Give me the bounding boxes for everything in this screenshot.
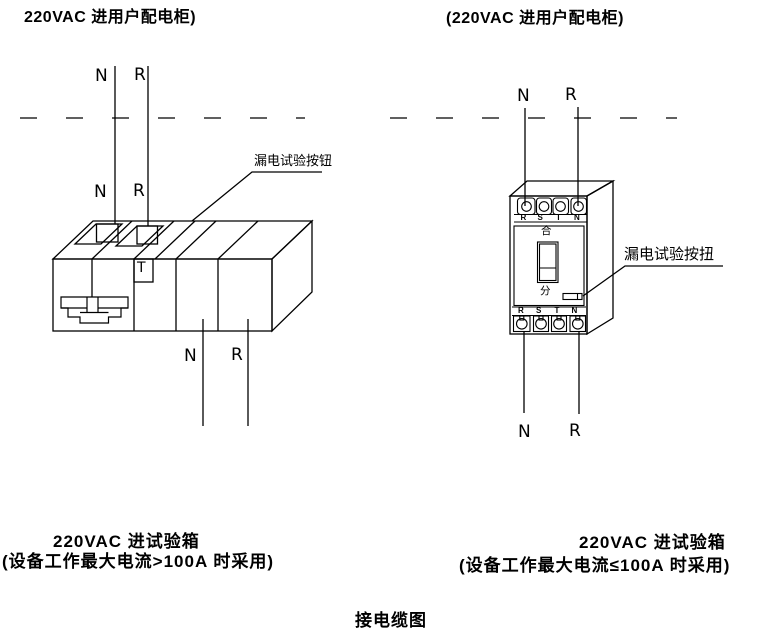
right-test-button-leader-line bbox=[582, 265, 723, 297]
top-terminal-label-s: S bbox=[537, 213, 543, 222]
bottom-terminal-label-n: N bbox=[571, 306, 578, 315]
right-caption-line1: 220VAC 进试验箱 bbox=[579, 533, 726, 552]
left-terminal-slot-r bbox=[114, 225, 165, 247]
left-caption-line1: 220VAC 进试验箱 bbox=[53, 532, 200, 551]
right-breaker-drawing bbox=[390, 107, 723, 414]
left-box-top-face-divisions bbox=[91, 220, 259, 260]
breaker-front-face bbox=[509, 195, 588, 335]
left-spare-marker-box bbox=[133, 258, 154, 283]
right-wire-label-n-upper: N bbox=[517, 86, 530, 106]
left-outgoing-label-r: R bbox=[231, 345, 243, 365]
left-outgoing-label-n: N bbox=[184, 346, 197, 366]
top-terminal-label-n: N bbox=[574, 213, 580, 222]
right-wire-label-r-upper: R bbox=[565, 85, 577, 105]
switch-close-label: 合 bbox=[541, 225, 552, 237]
bottom-terminal-label-t: T bbox=[554, 306, 560, 315]
left-terminal-slot-n bbox=[73, 223, 124, 245]
right-test-button-label: 漏电试验按扭 bbox=[624, 246, 715, 263]
top-terminal-label-r: R bbox=[520, 213, 527, 222]
left-wire-label-r-upper: R bbox=[134, 65, 146, 85]
left-wire-label-n-upper: N bbox=[95, 66, 108, 86]
breaker-mid-panel bbox=[513, 225, 585, 307]
left-spare-marker-label: T bbox=[137, 260, 146, 276]
leakage-test-button bbox=[562, 292, 583, 301]
figure-title: 接电缆图 bbox=[355, 611, 427, 630]
top-terminal-label-t: T bbox=[556, 213, 561, 222]
right-panel-title: (220VAC 进用户配电柜) bbox=[446, 10, 624, 27]
breaker-right-face bbox=[586, 179, 614, 336]
left-test-button-label: 漏电试验按钮 bbox=[254, 153, 333, 168]
left-box-front-face bbox=[52, 258, 273, 332]
left-test-button-leader-line bbox=[191, 171, 322, 222]
switch-open-label: 分 bbox=[540, 285, 551, 297]
right-caption-line2: (设备工作最大电流≤100A 时采用) bbox=[459, 556, 731, 575]
breaker-toggle-switch bbox=[536, 241, 559, 284]
left-wire-label-n-lower: N bbox=[94, 182, 107, 202]
right-outgoing-label-r: R bbox=[569, 421, 581, 441]
left-panel-title: 220VAC 进用户配电柜) bbox=[24, 9, 197, 26]
left-wire-label-r-lower: R bbox=[133, 181, 145, 201]
left-socket-shape bbox=[60, 296, 129, 324]
bottom-terminal-label-s: S bbox=[536, 306, 542, 315]
left-breaker-drawing bbox=[20, 66, 322, 426]
left-caption-line2: (设备工作最大电流>100A 时采用) bbox=[2, 552, 274, 571]
left-box-right-face bbox=[271, 219, 313, 333]
bottom-terminal-label-r: R bbox=[518, 306, 524, 315]
right-outgoing-label-n: N bbox=[518, 422, 531, 442]
breaker-bottom-terminals bbox=[512, 315, 587, 333]
